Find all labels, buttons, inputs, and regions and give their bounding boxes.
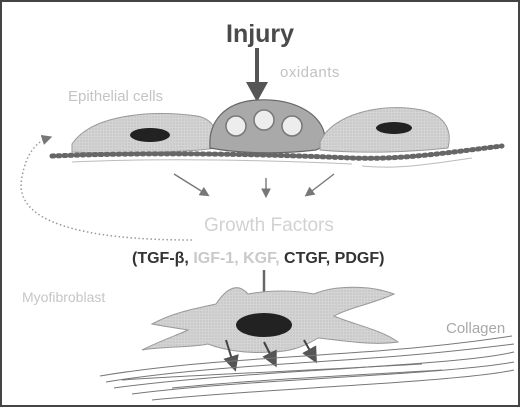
growth-factors-label: Growth Factors — [204, 215, 334, 237]
factor-kgf: KGF, — [243, 250, 279, 267]
signal-arrows — [174, 174, 334, 194]
growth-factor-list: (TGF-β, IGF-1, KGF, CTGF, PDGF) — [132, 250, 384, 268]
myofibroblast-nucleus — [236, 313, 292, 337]
collagen-label: Collagen — [446, 320, 505, 337]
epithelial-cell-left — [72, 114, 217, 153]
oxidants-label: oxidants — [280, 64, 340, 81]
injury-arrow — [246, 48, 268, 102]
factor-igf: IGF-1, — [193, 250, 238, 267]
epithelial-cells-label: Epithelial cells — [68, 88, 163, 105]
nucleus-right — [376, 122, 412, 134]
epithelial-cell-right — [320, 108, 449, 153]
nucleus-left — [130, 128, 170, 142]
damaged-epithelial-cells — [210, 100, 325, 153]
myofibroblast-cell — [142, 287, 398, 366]
factor-tgf: (TGF-β, — [132, 250, 189, 267]
factor-ctgf-pdgf: CTGF, PDGF) — [284, 250, 384, 267]
injury-label: Injury — [226, 20, 294, 49]
myofibroblast-label: Myofibroblast — [22, 289, 105, 305]
